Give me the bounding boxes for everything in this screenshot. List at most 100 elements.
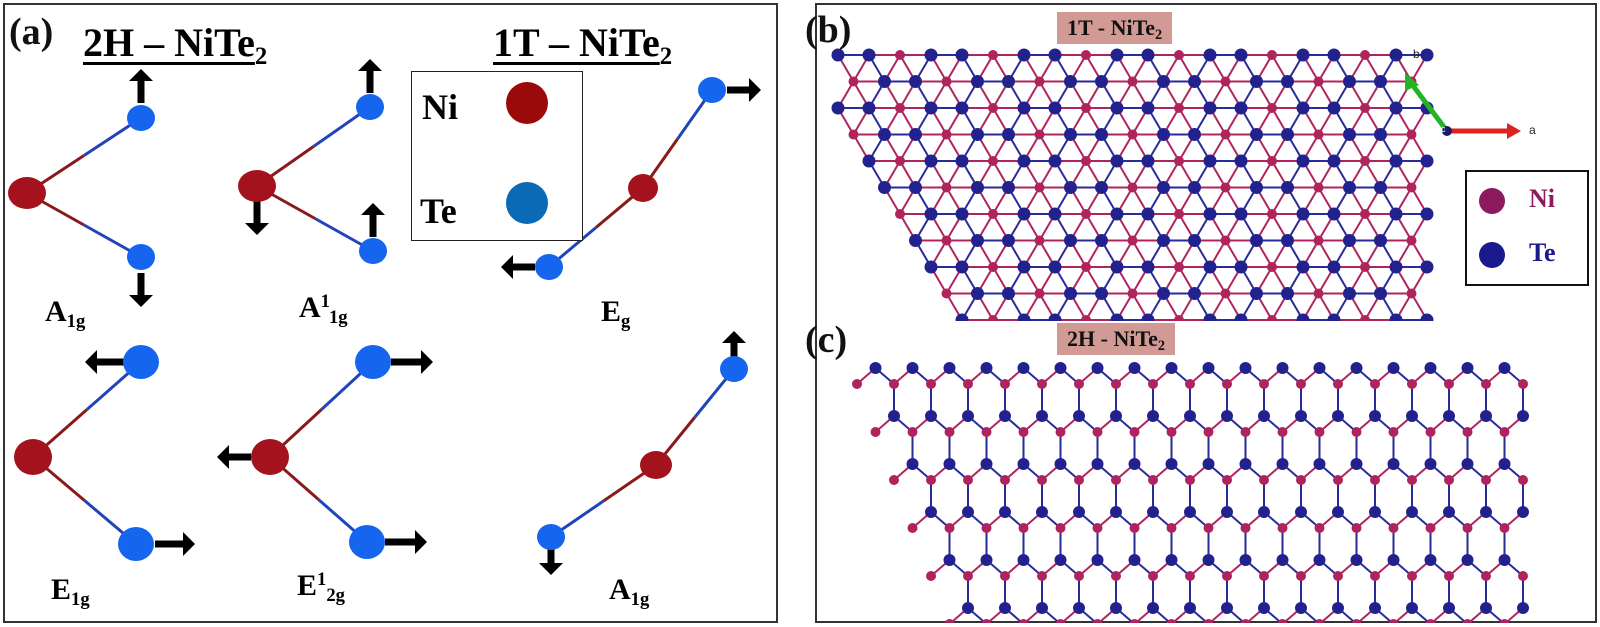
lattice-te-atom xyxy=(1091,554,1104,566)
lattice-ni-atom xyxy=(941,182,952,193)
lattice-ni-atom xyxy=(1129,619,1140,623)
lattice-te-atom xyxy=(888,410,900,422)
lattice-te-atom xyxy=(1002,234,1015,247)
lattice-ni-atom xyxy=(1220,182,1231,193)
lattice-te-atom xyxy=(1202,362,1215,374)
lattice-te-atom xyxy=(1498,362,1511,374)
arrow-head xyxy=(129,69,153,81)
te-atom xyxy=(118,527,154,561)
lattice-te-atom xyxy=(1374,128,1387,141)
lattice-ni-atom xyxy=(1370,379,1380,389)
lattice-te-atom xyxy=(1165,554,1178,566)
lattice-te-atom xyxy=(1002,287,1015,300)
lattice-ni-atom xyxy=(944,619,955,623)
lattice-ni-atom xyxy=(941,129,952,140)
panel-c-label: (c) xyxy=(805,319,848,361)
lattice-ni-atom xyxy=(1034,182,1045,193)
lattice-te-atom xyxy=(1048,48,1062,62)
lattice-ni-atom xyxy=(1220,129,1231,140)
lattice-ni-atom xyxy=(1406,288,1417,299)
lattice-ni-atom xyxy=(1333,571,1343,581)
lattice-ni-atom xyxy=(1185,379,1195,389)
atom-layer xyxy=(852,362,1529,623)
lattice-te-atom xyxy=(1128,458,1141,470)
lattice-te-atom xyxy=(1234,207,1248,221)
lattice-ni-atom xyxy=(1370,571,1380,581)
lattice-te-atom xyxy=(943,554,956,566)
lattice-te-atom xyxy=(1296,101,1310,115)
lattice-ni-atom xyxy=(1018,619,1029,623)
lattice-te-atom xyxy=(1141,101,1155,115)
lattice-te-atom xyxy=(1221,410,1233,422)
lattice-te-atom xyxy=(1461,458,1474,470)
lattice-te-atom xyxy=(1203,48,1217,62)
lattice-ni-atom xyxy=(907,523,918,533)
lattice-te-atom xyxy=(962,506,974,518)
lattice-te-atom xyxy=(1091,458,1104,470)
lattice-te-atom xyxy=(1221,602,1233,614)
te-atom xyxy=(355,345,391,379)
arrow-shaft xyxy=(730,343,738,357)
lattice-ni-atom xyxy=(941,235,952,246)
lattice-ni-atom xyxy=(1462,523,1473,533)
lattice-ni-atom xyxy=(1185,571,1195,581)
lattice-te-atom xyxy=(1327,101,1341,115)
lattice-te-atom xyxy=(1281,234,1294,247)
lattice-te-atom xyxy=(1234,313,1248,323)
lattice-ni-atom xyxy=(1444,475,1454,485)
lattice-ni-atom xyxy=(1259,475,1269,485)
lattice-ni-atom xyxy=(1518,379,1528,389)
lattice-te-atom xyxy=(1443,602,1455,614)
lattice-te-atom xyxy=(878,75,891,88)
lattice-ni-atom xyxy=(1296,379,1306,389)
lattice-ni-atom xyxy=(1037,571,1047,581)
lattice-te-atom xyxy=(1250,181,1263,194)
lattice-ni-atom xyxy=(1034,235,1045,246)
lattice-te-atom xyxy=(1157,75,1170,88)
lattice-ni-atom xyxy=(1313,76,1324,87)
bond-layer xyxy=(856,367,1524,623)
lattice-te-atom xyxy=(1313,458,1326,470)
arrow-head xyxy=(129,295,153,307)
arrow-head xyxy=(183,532,195,556)
atom-layer xyxy=(831,48,1434,323)
lattice-te-atom xyxy=(1234,101,1248,115)
axis-c-label: c xyxy=(1441,124,1446,134)
lattice-te-atom xyxy=(1389,313,1403,323)
lattice-te-atom xyxy=(1110,48,1124,62)
lattice-te-atom xyxy=(878,181,891,194)
lattice-te-atom xyxy=(1374,181,1387,194)
lattice-te-atom xyxy=(999,410,1011,422)
lattice-te-atom xyxy=(955,48,969,62)
lattice-te-atom xyxy=(1332,602,1344,614)
lattice-te-atom xyxy=(1517,506,1529,518)
mode-label-eg: Eg xyxy=(601,295,631,332)
lattice-te-atom xyxy=(1327,260,1341,274)
lattice-te-atom xyxy=(1048,313,1062,323)
panel-a-label: (a) xyxy=(9,11,54,53)
mode-label-a11g: A11g xyxy=(299,290,348,328)
lattice-te-atom xyxy=(1064,287,1077,300)
lattice-te-atom xyxy=(1095,128,1108,141)
axis-triad xyxy=(1405,73,1521,139)
arrow-head xyxy=(85,350,97,374)
lattice-te-atom xyxy=(1258,506,1270,518)
lattice-te-atom xyxy=(1110,410,1122,422)
lattice-te-atom xyxy=(1110,101,1124,115)
lattice-ni-atom xyxy=(1127,235,1138,246)
panel-c: (c) 2H - NiTe2 xyxy=(805,321,1597,623)
lattice-ni-atom xyxy=(1166,523,1177,533)
lattice-ni-atom xyxy=(1034,288,1045,299)
lattice-ni-atom xyxy=(963,475,973,485)
lattice-te-atom xyxy=(1073,506,1085,518)
te-atom xyxy=(698,77,726,103)
lattice-te-atom xyxy=(1424,362,1437,374)
lattice-te-atom xyxy=(955,313,969,323)
lattice-te-atom xyxy=(1017,154,1031,168)
lattice-ni-atom xyxy=(988,50,998,60)
te-atom xyxy=(123,345,159,379)
lattice-te-atom xyxy=(1110,207,1124,221)
lattice-ni-atom xyxy=(1313,288,1324,299)
lattice-te-atom xyxy=(1221,506,1233,518)
lattice-te-atom xyxy=(1389,154,1403,168)
